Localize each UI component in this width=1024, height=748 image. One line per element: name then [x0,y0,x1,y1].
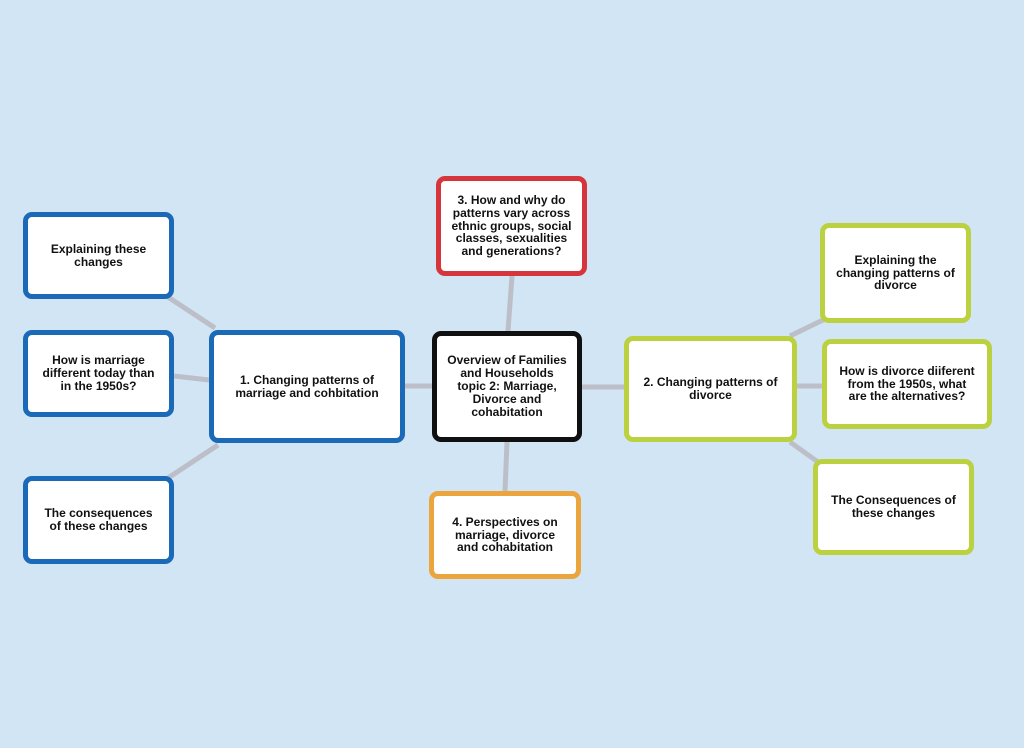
branch-2-child-3-label: The Consequences of these changes [831,493,956,520]
branch-1-label: 1. Changing patterns of marriage and coh… [235,372,379,400]
branch-1-child-1-node[interactable]: Explaining these changes [23,212,174,299]
branch-3-label: 3. How and why do patterns vary across e… [451,192,572,259]
connector-b2-r3 [788,439,820,465]
branch-2-child-2-label: How is divorce diiferent from the 1950s,… [839,363,975,404]
connector-center-b4 [502,441,510,492]
branch-2-child-2-node[interactable]: How is divorce diiferent from the 1950s,… [822,339,992,429]
central-topic-node[interactable]: Overview of Families and Households topi… [432,331,582,442]
branch-2-child-1-node[interactable]: Explaining the changing patterns of divo… [820,223,971,323]
branch-2-node[interactable]: 2. Changing patterns of divorce [624,336,797,442]
branch-1-child-2-node[interactable]: How is marriage different today than in … [23,330,174,417]
connector-b1-l3 [166,442,220,481]
connector-center-b3 [505,275,515,332]
connector-b1-l2 [173,373,210,383]
central-topic-label: Overview of Families and Households topi… [447,353,567,419]
branch-2-label: 2. Changing patterns of divorce [643,375,778,402]
branch-1-child-1-label: Explaining these changes [50,241,147,269]
branch-1-child-3-node[interactable]: The consequences of these changes [23,476,174,564]
branch-1-child-3-label: The consequences of these changes [44,506,153,533]
branch-3-node[interactable]: 3. How and why do patterns vary across e… [436,176,587,276]
branch-2-child-3-node[interactable]: The Consequences of these changes [813,459,974,555]
branch-1-child-2-label: How is marriage different today than in … [42,353,155,393]
branch-4-label: 4. Perspectives on marriage, divorce and… [452,514,558,555]
branch-1-node[interactable]: 1. Changing patterns of marriage and coh… [209,330,405,443]
connector-b1-l1 [166,294,217,331]
branch-4-node[interactable]: 4. Perspectives on marriage, divorce and… [429,491,581,579]
connector-b2-r1 [788,316,827,339]
branch-2-child-1-label: Explaining the changing patterns of divo… [836,252,955,293]
